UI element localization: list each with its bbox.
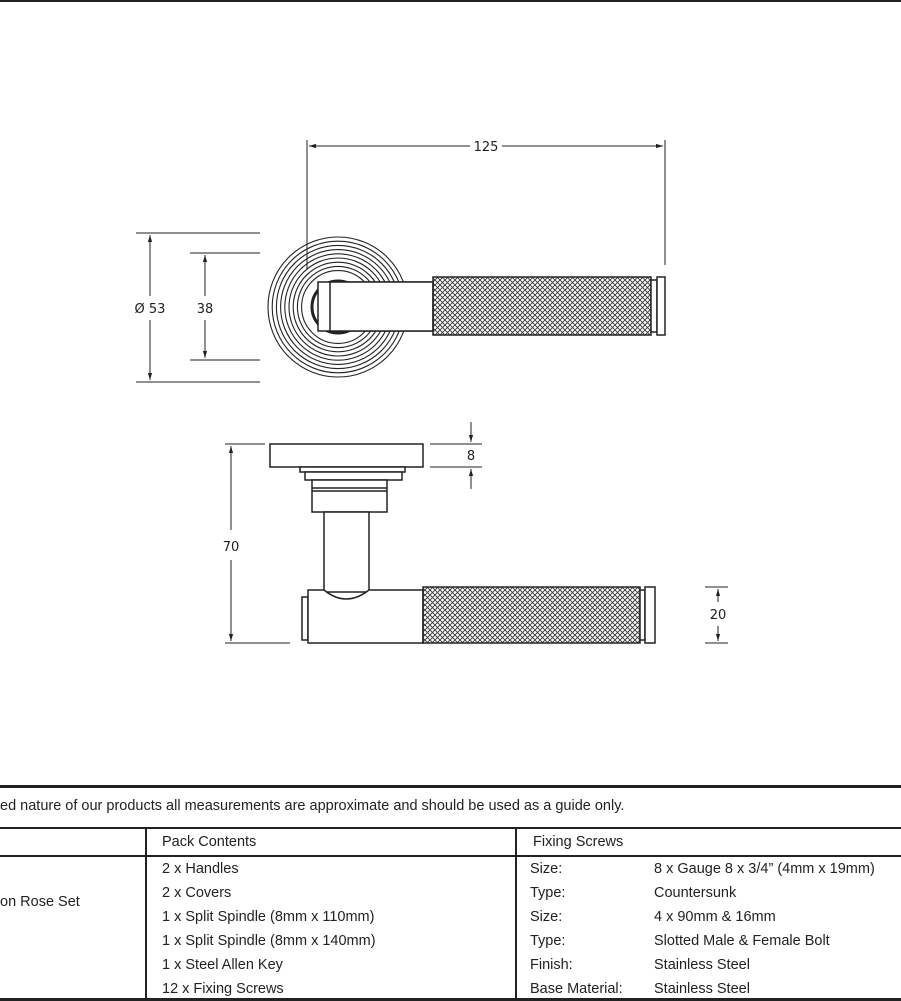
spec-value: Stainless Steel — [654, 957, 750, 973]
column-divider — [145, 828, 147, 999]
spec-label: Size: — [530, 861, 563, 877]
spec-value: Countersunk — [654, 885, 737, 901]
dim-length: 125 — [474, 140, 499, 155]
top-view — [267, 236, 666, 378]
table-top-border — [0, 785, 901, 788]
spec-value: Stainless Steel — [654, 981, 750, 997]
dim-rose-diameter: Ø 53 — [135, 302, 166, 317]
pack-item: 12 x Fixing Screws — [162, 981, 284, 997]
divider — [0, 827, 901, 829]
dim-grip: 20 — [710, 608, 727, 623]
knurled-grip — [432, 276, 652, 336]
pack-item: 1 x Split Spindle (8mm x 140mm) — [162, 933, 376, 949]
pack-item: 1 x Split Spindle (8mm x 110mm) — [162, 909, 375, 925]
top-dimensions — [136, 140, 666, 383]
spec-label: Finish: — [530, 957, 573, 973]
dim-inner: 38 — [197, 302, 214, 317]
spec-label: Type: — [530, 933, 566, 949]
pack-item: 2 x Covers — [162, 885, 232, 901]
dim-projection: 70 — [223, 540, 240, 555]
spec-label: Type: — [530, 885, 566, 901]
dim-rose-thickness: 8 — [467, 449, 475, 464]
spec-value: 8 x Gauge 8 x 3/4” (4mm x 19mm) — [654, 861, 875, 877]
spec-label: Size: — [530, 909, 563, 925]
side-dimensions — [225, 422, 728, 644]
side-view — [269, 443, 656, 644]
pack-item: 2 x Handles — [162, 861, 239, 877]
spec-value: 4 x 90mm & 16mm — [654, 909, 776, 925]
spec-label: Base Material: — [530, 981, 623, 997]
disclaimer: ed nature of our products all measuremen… — [0, 798, 625, 814]
product-name: on Rose Set — [0, 894, 80, 910]
column-divider — [515, 828, 517, 999]
pack-item: 1 x Steel Allen Key — [162, 957, 283, 973]
divider — [0, 855, 901, 857]
technical-drawing: 125 Ø 53 38 70 8 20 — [0, 0, 901, 644]
table-bottom-border — [0, 998, 901, 1001]
spec-value: Slotted Male & Female Bolt — [654, 933, 830, 949]
pack-contents-header: Pack Contents — [162, 834, 257, 850]
fixing-screws-header: Fixing Screws — [533, 834, 624, 850]
side-knurled-grip — [422, 586, 641, 644]
